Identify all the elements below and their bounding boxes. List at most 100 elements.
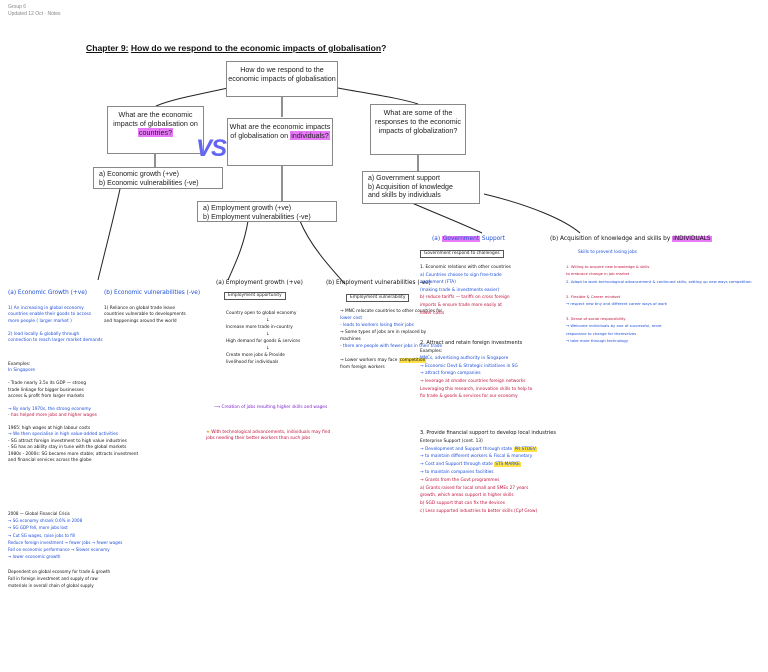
connector-to-notes-government	[412, 203, 482, 233]
countries-question-text: What are the economic impacts of globali…	[113, 110, 198, 128]
note-line: 2. Flexible & Career mindset	[566, 293, 751, 300]
note-line: → attract foreign companies	[420, 370, 532, 378]
note-line: → Welcome individuals by one of successf…	[566, 322, 751, 329]
government-respond-box: Government respond to challenges	[420, 250, 504, 258]
note-line: MNCs, advertising authority in Singapore	[420, 355, 532, 363]
connector-central-responses	[338, 88, 418, 104]
note-line: imports & ensure trade more easily at	[420, 302, 511, 310]
responses-list: a) Government support b) Acquisition of …	[362, 171, 480, 204]
individuals-question-box: What are the economic impacts of globali…	[227, 118, 333, 166]
note-line: agreement (FTA)	[420, 279, 511, 287]
note-line: fix trade & goods & services for our eco…	[420, 393, 532, 401]
yellow-highlight: STS MARKE	[494, 462, 521, 467]
flow-arrow: ↓	[226, 317, 300, 324]
note-line: → respect new tiny and different career …	[566, 300, 751, 307]
countries-impacts-list: a) Economic growth (+ve) b) Economic vul…	[93, 167, 223, 189]
government-highlight: Government	[442, 236, 480, 242]
notes-heading-employment-growth: (a) Employment growth (+ve)	[216, 280, 303, 286]
employment-vulnerability-box: Employment vulnerability	[346, 294, 409, 302]
countries-impact-item: b) Economic vulnerabilities (-ve)	[99, 180, 217, 189]
connector-to-notes-countries	[98, 189, 120, 280]
note-line: 1. Economic relations with other countri…	[420, 264, 511, 272]
individuals-highlight: individuals?	[290, 131, 330, 140]
notes-heading-government-support: (a) Government Support	[432, 236, 505, 242]
note-line: a) Grants raised for local small and SME…	[420, 485, 556, 493]
flow-step: Increase more trade in-country	[226, 324, 300, 331]
central-topic-text: How do we respond to the economic impact…	[228, 65, 335, 83]
vs-label: VS	[196, 135, 226, 163]
government-item1: 1. Economic relations with other countri…	[420, 264, 511, 317]
flow-step: livelihood for individuals	[226, 359, 300, 366]
individuals-impact-item: a) Employment growth (+ve)	[203, 205, 331, 214]
individuals-notes: 1. Willing to acquire new knowledge & sk…	[566, 263, 751, 344]
connector-to-notes-individuals	[484, 194, 580, 233]
connector-to-notes-employment-growth	[228, 221, 248, 280]
flow-step: High demand for goods & services	[226, 338, 300, 345]
note-line: → Cost and Support through state STS MAR…	[420, 461, 556, 469]
employment-opportunity-box: Employment opportunity	[224, 292, 286, 300]
note-line: 1. Willing to acquire new knowledge & sk…	[566, 263, 751, 270]
note-line: 2. Adapt to work technological advanceme…	[566, 278, 751, 285]
response-item: b) Acquisition of knowledge	[368, 184, 474, 193]
connector-to-notes-employment-vuln	[300, 221, 345, 284]
flow-step: Create more jobs & Provide	[226, 352, 300, 359]
notes-heading-economic-vulnerabilities: (b) Economic vulnerabilities (-ve)	[104, 290, 200, 296]
individuals-subheading: Skills to prevent losing jobs	[578, 250, 637, 256]
connector-central-countries	[156, 88, 228, 106]
notes-heading-individuals: (b) Acquisition of knowledge and skills …	[550, 236, 712, 242]
note-line: connection to reach larger market demand…	[8, 338, 103, 344]
central-topic-box: How do we respond to the economic impact…	[226, 61, 338, 97]
flow-arrow: ↓	[226, 331, 300, 338]
note-line: Reduce foreign investment → fewer jobs →…	[8, 539, 122, 546]
notes-heading-employment-vulnerabilities: (b) Employment vulnerabilities (-ve)	[326, 280, 431, 286]
countries-impact-item: a) Economic growth (+ve)	[99, 171, 217, 180]
note-line: → take more through technology	[566, 337, 751, 344]
job-creation-note: ⟶ Creation of jobs resulting higher skil…	[214, 405, 334, 411]
note-line: With technological advancements, individ…	[206, 430, 330, 441]
note-line: Creation of jobs resulting higher skills…	[222, 405, 328, 410]
yellow-highlight: PR STDEV	[514, 447, 537, 452]
note-line	[566, 285, 751, 292]
note-line: b) SGD support that can fix the devices	[420, 500, 556, 508]
note-line: and financial services across the globe	[8, 458, 138, 464]
individuals-highlight-note: INDIVIDUALS	[672, 236, 711, 242]
economic-growth-notes: 1) An increasing in global economy count…	[8, 306, 103, 344]
note-line: Fall on economic performance → Slower ec…	[8, 546, 122, 553]
note-line: 3. Provide financial support to develop …	[420, 430, 556, 438]
response-item: a) Government support	[368, 175, 474, 184]
note-line: b) reduce tariffs — tariffs on cross for…	[420, 294, 511, 302]
note-line: 3. Sense of social responsibility	[566, 315, 751, 322]
note-line: and happenings around the world	[104, 319, 186, 325]
note-line: - SG has an ability stay in tune with th…	[8, 445, 138, 451]
note-line: countries enable their goods to access	[8, 312, 103, 318]
star-icon: ★	[206, 430, 210, 435]
tech-advancement-note: ★ With technological advancements, indiv…	[206, 430, 334, 443]
note-line: Enterprise Support (cont. 13)	[420, 438, 556, 446]
note-line: → to maintain different workers & Fiscal…	[420, 453, 556, 461]
note-line: c) Less supported industries to better s…	[420, 508, 556, 516]
note-line: Leveraging this research, innovation ski…	[420, 386, 532, 394]
countries-question-box: What are the economic impacts of globali…	[107, 106, 204, 154]
note-line: materials in overall chain of global sup…	[8, 582, 122, 589]
note-line: → SG GDP fell, more jobs lost	[8, 524, 122, 531]
note-line: → SG economy shrank 0.6% in 2008	[8, 517, 122, 524]
note-line: → leverage at smaller countries foreign …	[420, 378, 532, 386]
note-line: (making trade & investments easier)	[420, 287, 511, 295]
financial-crisis-notes: 2008 — Global Financial Crisis → SG econ…	[8, 510, 122, 589]
note-line: Fall in foreign investment and supply of…	[8, 575, 122, 582]
purple-arrow-icon: ⟶	[214, 405, 220, 410]
response-item: and skills by individuals	[368, 192, 474, 201]
responses-question-text: What are some of the responses to the ec…	[375, 108, 461, 135]
note-line: Examples:	[420, 348, 532, 356]
notes-heading-economic-growth: (a) Economic Growth (+ve)	[8, 290, 87, 296]
note-line: Dependent on global economy for trade & …	[8, 568, 122, 575]
note-line: to embrace change in job market	[566, 270, 751, 277]
note-line: lower costs	[420, 310, 511, 318]
flow-arrow: ↓	[226, 345, 300, 352]
singapore-examples: Examples: In Singapore - Trade nearly 3.…	[8, 362, 138, 465]
note-line: → Some types of jobs are in replaced by	[340, 329, 442, 336]
note-line: 2. Attract and retain foreign investment…	[420, 340, 532, 348]
note-line: → Cut SG wages, raise jobs to fill	[8, 532, 122, 539]
flow-step: Country open to global economy	[226, 310, 300, 317]
note-line: → to maintain companies facilities	[420, 469, 556, 477]
